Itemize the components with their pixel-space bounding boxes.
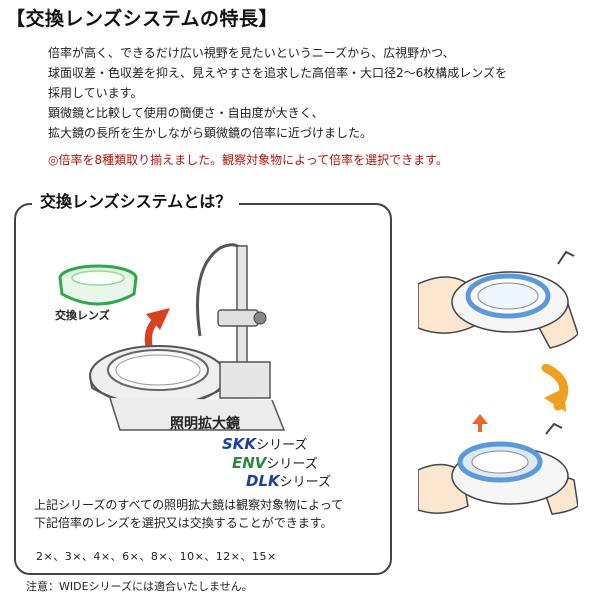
- magnification-note: ◎倍率を8種類取り揃えました。観察対象物によって倍率を選択できます。: [48, 153, 448, 167]
- lens-removal-illustration: [418, 250, 578, 349]
- series-dlk-suffix: シリーズ: [279, 475, 331, 490]
- series-skk: SKKシリーズ: [222, 434, 307, 453]
- magnifier-illustration: [58, 243, 286, 431]
- description-line-5: 拡大鏡の長所を生かしながら顕微鏡の倍率に近づけました。: [48, 126, 373, 140]
- series-dlk-code: DLK: [246, 472, 280, 490]
- panel-caption-line-2: 下記倍率のレンズを選択又は交換することができます。: [34, 516, 333, 530]
- panel-title: 交換レンズシステムとは？: [32, 188, 240, 212]
- magnifier-head: [89, 345, 227, 407]
- lens-insert-illustration: [418, 414, 578, 515]
- lens-label: 交換レンズ: [55, 309, 110, 322]
- rotate-arrow-icon: [541, 364, 569, 412]
- description-line-3: 採用しています。: [48, 86, 143, 100]
- exchange-arrow-head: [146, 308, 170, 330]
- magnification-list: 2×、3×、4×、6×、8×、10×、12×、15×: [36, 550, 277, 563]
- series-env-code: ENV: [232, 454, 267, 472]
- series-env-suffix: シリーズ: [266, 457, 318, 472]
- description-line-1: 倍率が高く、できるだけ広い視野を見たいというニーズから、広視野かつ、: [48, 46, 455, 60]
- page-title: 【交換レンズシステムの特長】: [6, 8, 279, 30]
- arm-joint: [217, 309, 259, 327]
- series-skk-code: SKK: [222, 435, 257, 453]
- description-line-2: 球面収差・色収差を抑え、見えやすさを追求した高倍率・大口径2〜6枚構成レンズを: [48, 66, 508, 80]
- stand-pole: [236, 245, 248, 367]
- panel-caption-line-1: 上記シリーズのすべての照明拡大鏡は観察対象物によって: [34, 498, 344, 512]
- series-env: ENVシリーズ: [232, 453, 318, 472]
- series-dlk: DLKシリーズ: [246, 471, 331, 490]
- device-label: 照明拡大鏡: [170, 416, 240, 432]
- description-line-4: 顕微鏡と比較して使用の簡便さ・自由度が大きく、: [48, 106, 324, 120]
- exchange-lens-icon: [58, 264, 138, 306]
- compatibility-footnote: 注意：WIDEシリーズには適合いたしません。: [26, 580, 253, 593]
- series-skk-suffix: シリーズ: [256, 438, 308, 453]
- base: [219, 361, 271, 399]
